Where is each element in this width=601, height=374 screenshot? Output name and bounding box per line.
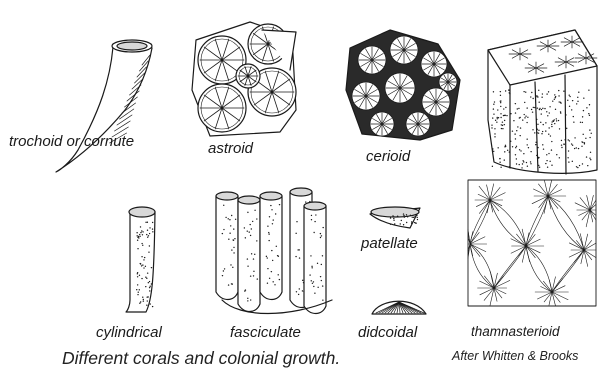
- label-fasciculate: fasciculate: [230, 324, 301, 341]
- cylindrical-coral-drawing: [126, 207, 155, 312]
- figure-caption: Different corals and colonial growth.: [62, 348, 340, 369]
- massive-colony-drawing: [488, 30, 597, 174]
- didcoidal-coral-drawing: [372, 301, 426, 314]
- astroid-coral-drawing: [192, 22, 296, 136]
- figure-credit: After Whitten & Brooks: [452, 349, 578, 363]
- label-cylindrical: cylindrical: [96, 324, 162, 341]
- label-thamnasterioid: thamnasterioid: [471, 324, 560, 339]
- label-trochoid: trochoid or cornute: [9, 133, 134, 150]
- thamnasterioid-coral-drawing: [468, 180, 596, 306]
- label-didcoidal: didcoidal: [358, 324, 417, 341]
- cerioid-coral-drawing: [346, 30, 460, 140]
- patellate-coral-drawing: [370, 207, 420, 228]
- trochoid-coral-drawing: [56, 40, 152, 172]
- fasciculate-coral-drawing: [216, 188, 332, 314]
- label-astroid: astroid: [208, 140, 253, 157]
- label-patellate: patellate: [361, 235, 418, 252]
- label-cerioid: cerioid: [366, 148, 410, 165]
